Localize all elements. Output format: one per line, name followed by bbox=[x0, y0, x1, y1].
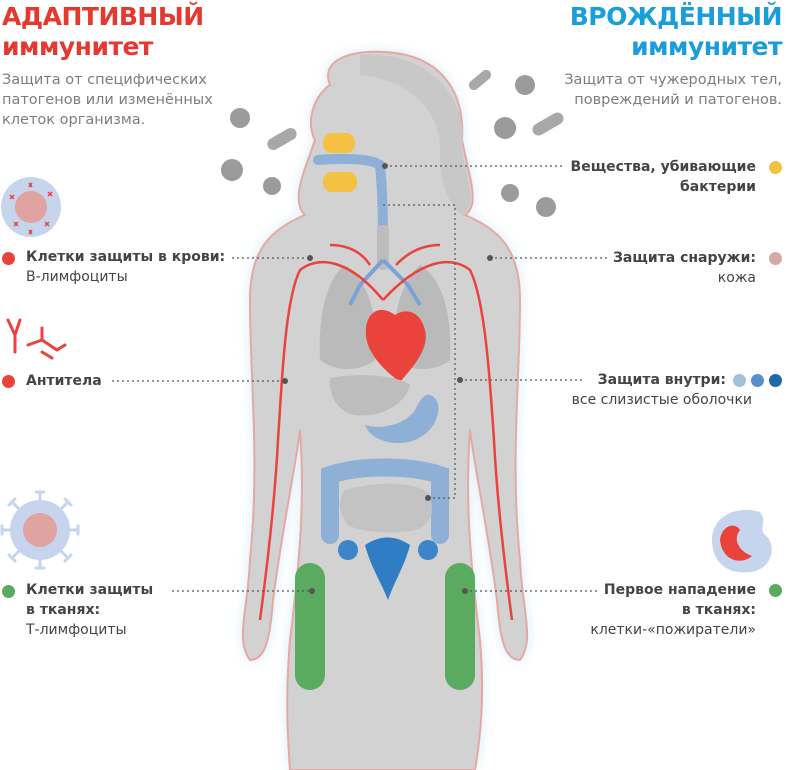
bactericidal-title-line2: бактерии bbox=[680, 179, 756, 195]
ovary-left bbox=[338, 540, 358, 560]
inner-dot-3 bbox=[769, 374, 782, 387]
inner-dot-1 bbox=[733, 374, 746, 387]
inner-dot-2 bbox=[751, 374, 764, 387]
antibodies-dot bbox=[2, 375, 15, 388]
tissue-cells-label: Клетки защиты в тканях: Т-лимфоциты bbox=[26, 580, 153, 640]
b-lymphocyte-icon bbox=[1, 177, 61, 237]
tissue-cells-dot bbox=[2, 585, 15, 598]
bactericidal-title-line1: Вещества, убивающие bbox=[570, 159, 756, 175]
tissue-cells-title-line1: Клетки защиты bbox=[26, 582, 154, 598]
adaptive-description: Защита от специфических патогенов или из… bbox=[2, 72, 213, 128]
outer-sub: кожа bbox=[717, 270, 756, 286]
adaptive-title: АДАПТИВНЫЙ иммунитет bbox=[2, 2, 204, 62]
arteries bbox=[258, 243, 514, 621]
t-lymphocyte-icon bbox=[0, 490, 80, 570]
virus-icon bbox=[221, 75, 556, 217]
liver bbox=[329, 375, 410, 416]
inner-title: Защита внутри: bbox=[597, 372, 726, 388]
first-attack-title-line1: Первое нападение bbox=[603, 582, 756, 598]
uterus bbox=[365, 537, 410, 600]
innate-title-line1: ВРОЖДЁННЫЙ bbox=[569, 2, 783, 31]
outer-title: Защита снаружи: bbox=[612, 250, 756, 266]
leader-lines bbox=[112, 165, 607, 592]
inner-label: Защита внутри: bbox=[598, 370, 726, 390]
sinus-upper bbox=[323, 133, 355, 153]
blood-cells-title: Клетки защиты в крови: bbox=[26, 249, 226, 265]
antibodies-label: Антитела bbox=[26, 371, 102, 391]
large-intestine bbox=[321, 458, 449, 544]
bactericidal-label: Вещества, убивающие бактерии bbox=[571, 157, 756, 197]
adaptive-title-line1: АДАПТИВНЫЙ bbox=[2, 2, 204, 31]
first-attack-sub: клетки-«пожиратели» bbox=[590, 622, 756, 638]
inner-sub-wrap: все слизистые оболочки bbox=[572, 390, 752, 410]
outer-label: Защита снаружи: кожа bbox=[613, 248, 756, 288]
first-attack-title-line2: в тканях: bbox=[681, 602, 756, 618]
hair bbox=[360, 54, 471, 215]
heart bbox=[365, 309, 426, 382]
leader-endpoints bbox=[282, 163, 493, 594]
innate-title-line2: иммунитет bbox=[631, 32, 782, 61]
sinus-lower bbox=[323, 172, 357, 192]
first-attack-label: Первое нападение в тканях: клетки-«пожир… bbox=[590, 580, 756, 640]
thigh-left bbox=[295, 563, 325, 690]
thigh-right bbox=[445, 563, 475, 690]
antibodies-title: Антитела bbox=[26, 373, 102, 389]
small-intestine bbox=[340, 483, 432, 533]
bactericidal-dot bbox=[769, 161, 782, 174]
inner-sub: все слизистые оболочки bbox=[571, 392, 752, 408]
stomach bbox=[365, 394, 439, 444]
blood-cells-label: Клетки защиты в крови: B-лимфоциты bbox=[26, 247, 225, 287]
bacterium-icon bbox=[267, 69, 564, 150]
blood-cells-dot bbox=[2, 252, 15, 265]
outer-dot bbox=[769, 252, 782, 265]
ovary-right bbox=[418, 540, 438, 560]
trachea bbox=[377, 225, 389, 270]
macrophage-icon bbox=[712, 509, 772, 573]
bronchi bbox=[348, 258, 422, 307]
blood-cells-sub: B-лимфоциты bbox=[26, 269, 128, 285]
innate-description: Защита от чужеродных тел, повреждений и … bbox=[564, 72, 782, 108]
lung-left bbox=[319, 265, 376, 369]
adaptive-title-line2: иммунитет bbox=[2, 32, 153, 61]
tissue-cells-sub: Т-лимфоциты bbox=[26, 622, 127, 638]
innate-title: ВРОЖДЁННЫЙ иммунитет bbox=[569, 2, 783, 62]
first-attack-dot bbox=[769, 584, 782, 597]
antibody-icon bbox=[6, 318, 67, 360]
airway bbox=[313, 153, 388, 245]
tissue-cells-title-line2: в тканях: bbox=[26, 602, 101, 618]
